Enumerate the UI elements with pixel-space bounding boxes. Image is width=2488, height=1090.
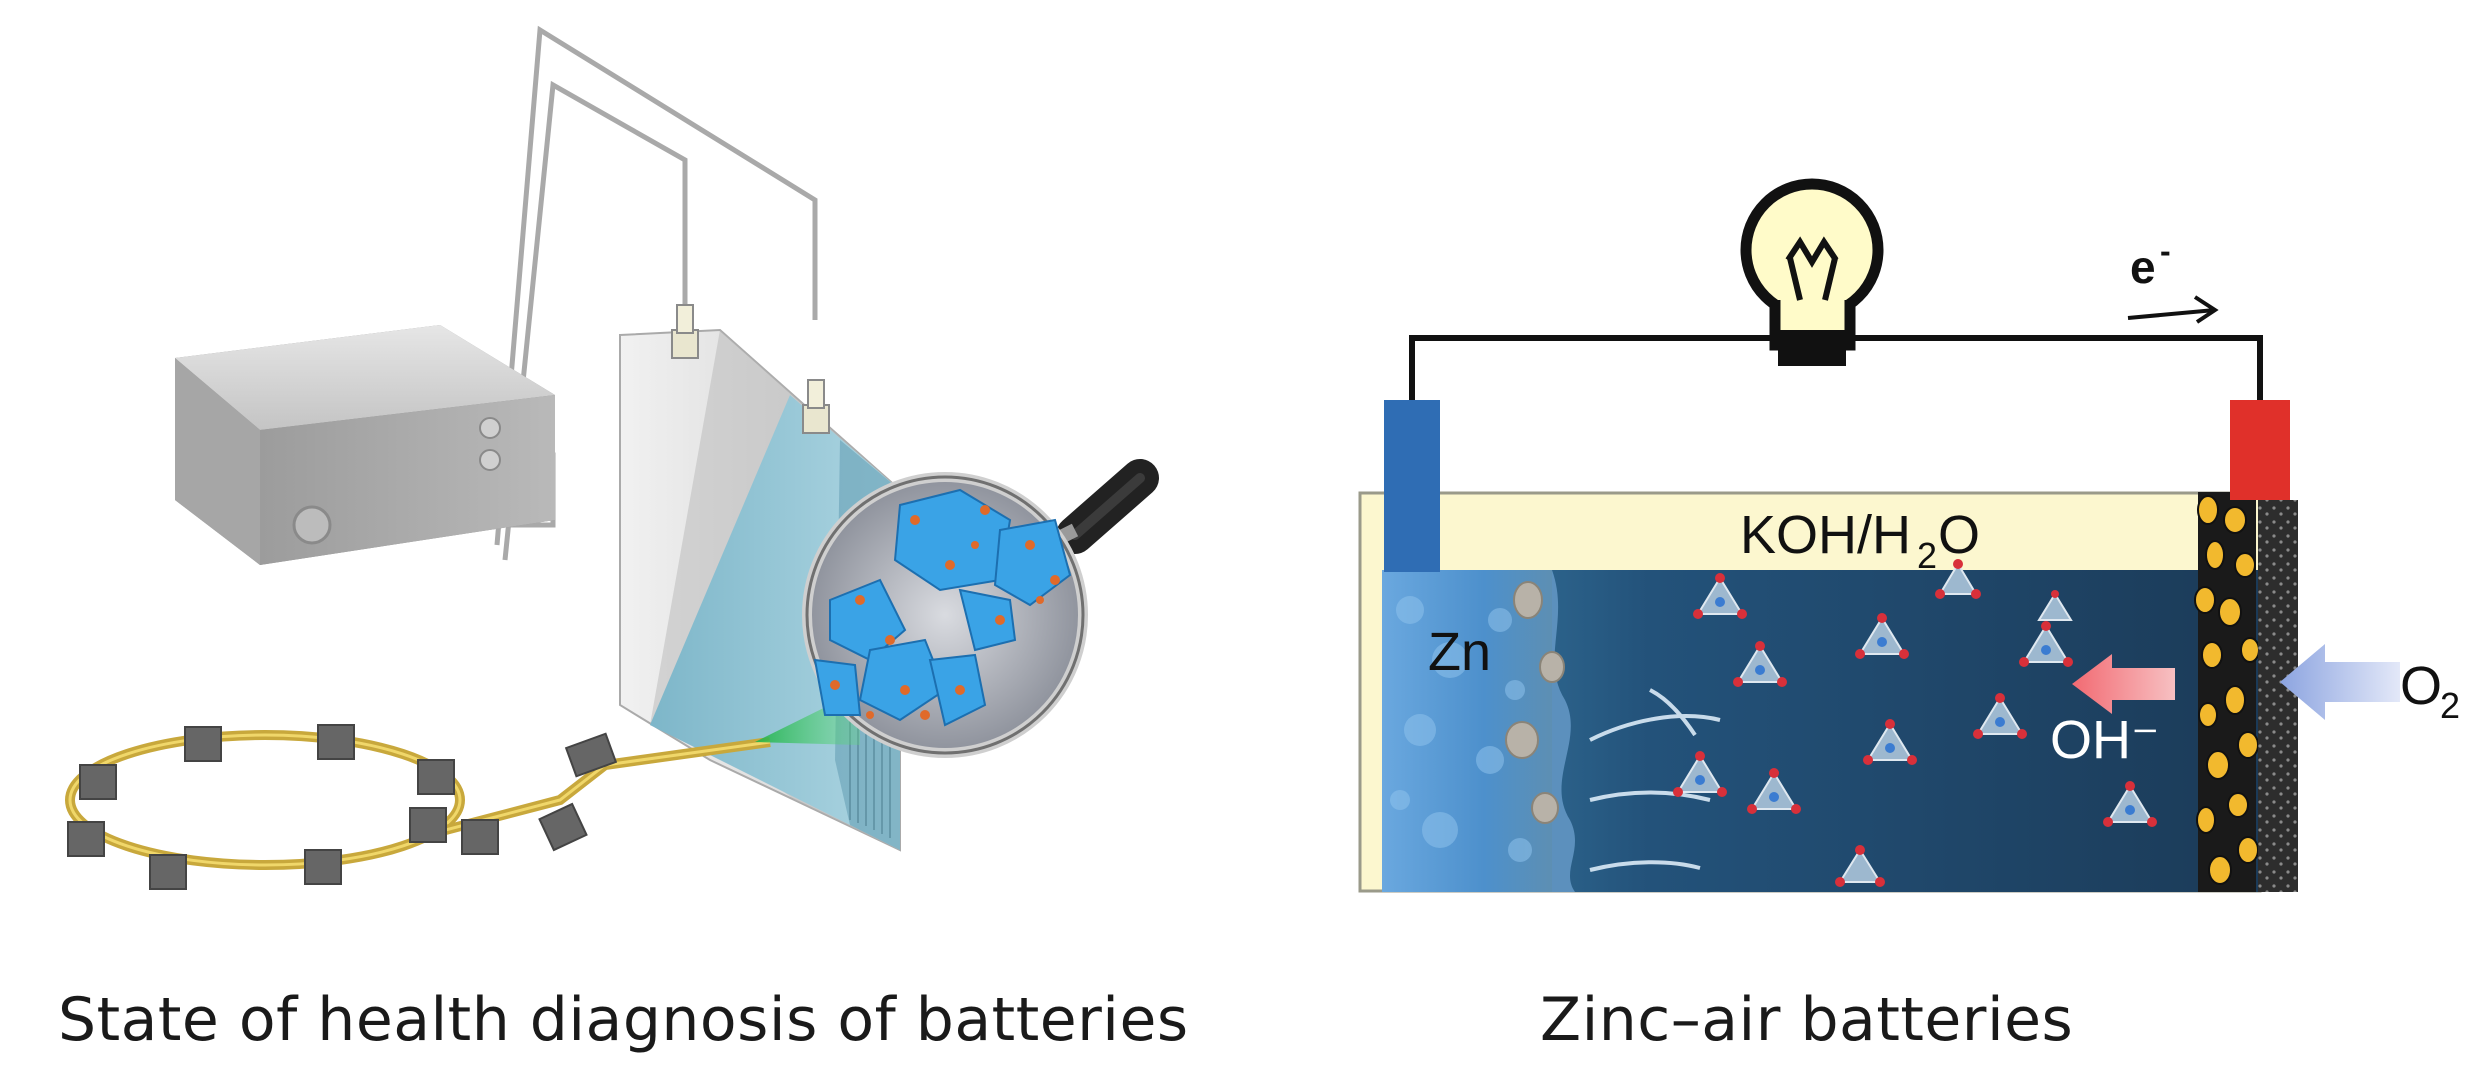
svg-text:O: O bbox=[1938, 505, 1980, 565]
air-cathode-catalyst bbox=[2194, 492, 2260, 892]
air-cathode-terminal bbox=[2230, 400, 2290, 500]
potentiostat-box bbox=[175, 325, 555, 565]
battery-diagnosis-panel: State of health diagnosis of batteries bbox=[58, 25, 1189, 1055]
electron-flow-arrow bbox=[2127, 295, 2219, 324]
svg-text:KOH/H: KOH/H bbox=[1740, 505, 1911, 565]
hydroxide-label: OH⁻ bbox=[2050, 710, 2160, 770]
svg-text:O: O bbox=[2400, 656, 2442, 716]
ion-flux-swirls bbox=[1589, 688, 1721, 872]
zinc-air-caption: Zinc–air batteries bbox=[1540, 985, 2074, 1055]
zinc-anode-surface bbox=[1382, 570, 1575, 892]
electron-superscript: - bbox=[2160, 233, 2171, 269]
electrolyte-label: KOH/H 2 O bbox=[1740, 505, 1980, 576]
hydroxide-molecules bbox=[1673, 559, 2157, 887]
gas-diffusion-layer bbox=[2258, 500, 2298, 892]
electron-label: e bbox=[2130, 241, 2156, 293]
anode-label: Zn bbox=[1428, 622, 1491, 682]
hydroxide-migration-arrow bbox=[2072, 654, 2175, 714]
svg-text:2: 2 bbox=[2440, 685, 2460, 726]
light-bulb-icon bbox=[1740, 178, 1884, 366]
battery-diagnosis-caption: State of health diagnosis of batteries bbox=[58, 985, 1189, 1055]
battery-diagnosis-illustration bbox=[65, 25, 1159, 890]
zinc-electrode-terminal bbox=[1384, 400, 1440, 572]
zinc-air-battery-diagram: e - KOH/H 2 O bbox=[1358, 178, 2460, 893]
oxygen-supply-arrow bbox=[2280, 644, 2400, 720]
magnifying-glass bbox=[802, 459, 1159, 758]
oxygen-label: O 2 bbox=[2400, 656, 2460, 726]
zinc-air-panel: e - KOH/H 2 O bbox=[1290, 0, 2488, 1090]
synchrotron-ring bbox=[65, 724, 771, 890]
svg-text:2: 2 bbox=[1917, 535, 1937, 576]
